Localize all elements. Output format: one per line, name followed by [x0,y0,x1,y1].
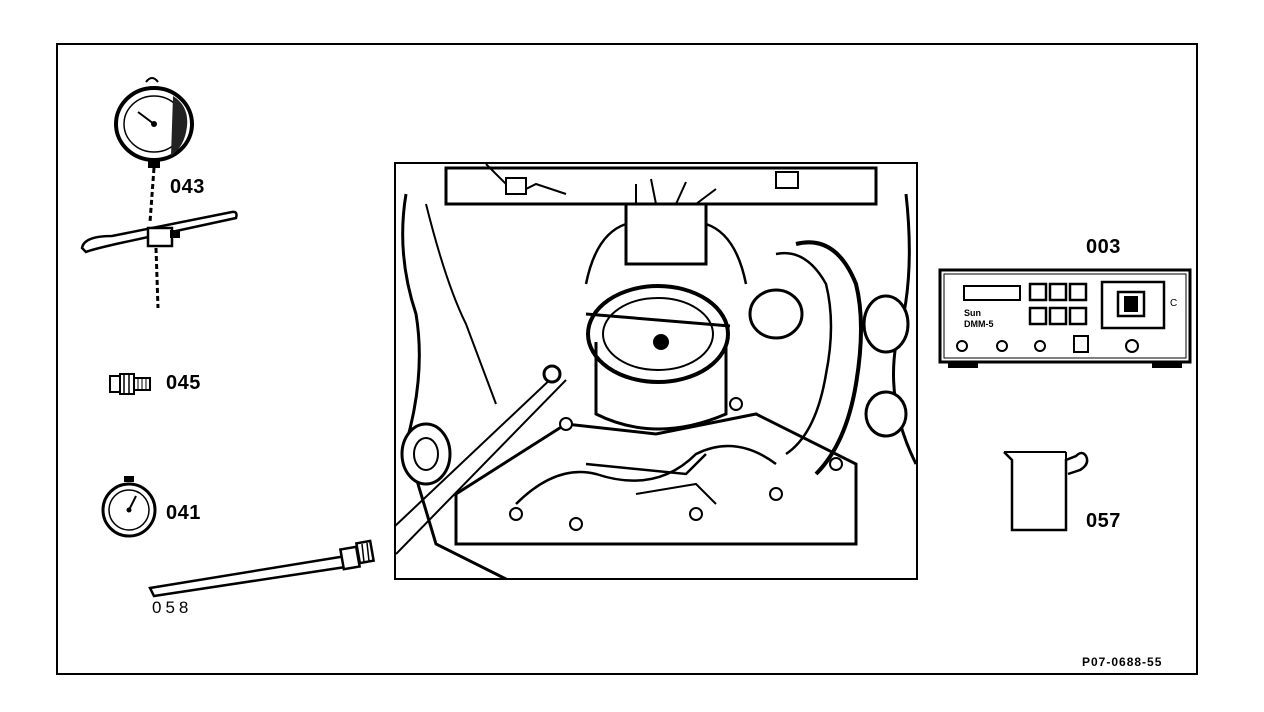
adapter-icon [109,373,151,395]
illustration-frame [56,43,1198,675]
tester-brand: Sun DMM-5 [964,308,994,330]
adapter-label: 045 [166,372,201,394]
pressure-gauge-icon [80,77,238,309]
measuring-cup-label: 057 [1086,510,1121,532]
reference-code: P07-0688-55 [1082,655,1163,669]
stopwatch-icon [101,476,157,538]
tester-brand-line2: DMM-5 [964,319,994,329]
tester-icon: C [938,268,1192,368]
svg-text:C: C [1170,298,1177,309]
hose-icon [148,539,376,598]
tester-brand-line1: Sun [964,308,981,318]
engine-illustration [394,162,918,580]
hose-label: 058 [152,598,193,617]
measuring-cup-icon [1003,451,1089,532]
pressure-gauge-label: 043 [170,176,205,198]
tester-label: 003 [1086,236,1121,258]
engine-icon [396,164,916,578]
stopwatch-label: 041 [166,502,201,524]
